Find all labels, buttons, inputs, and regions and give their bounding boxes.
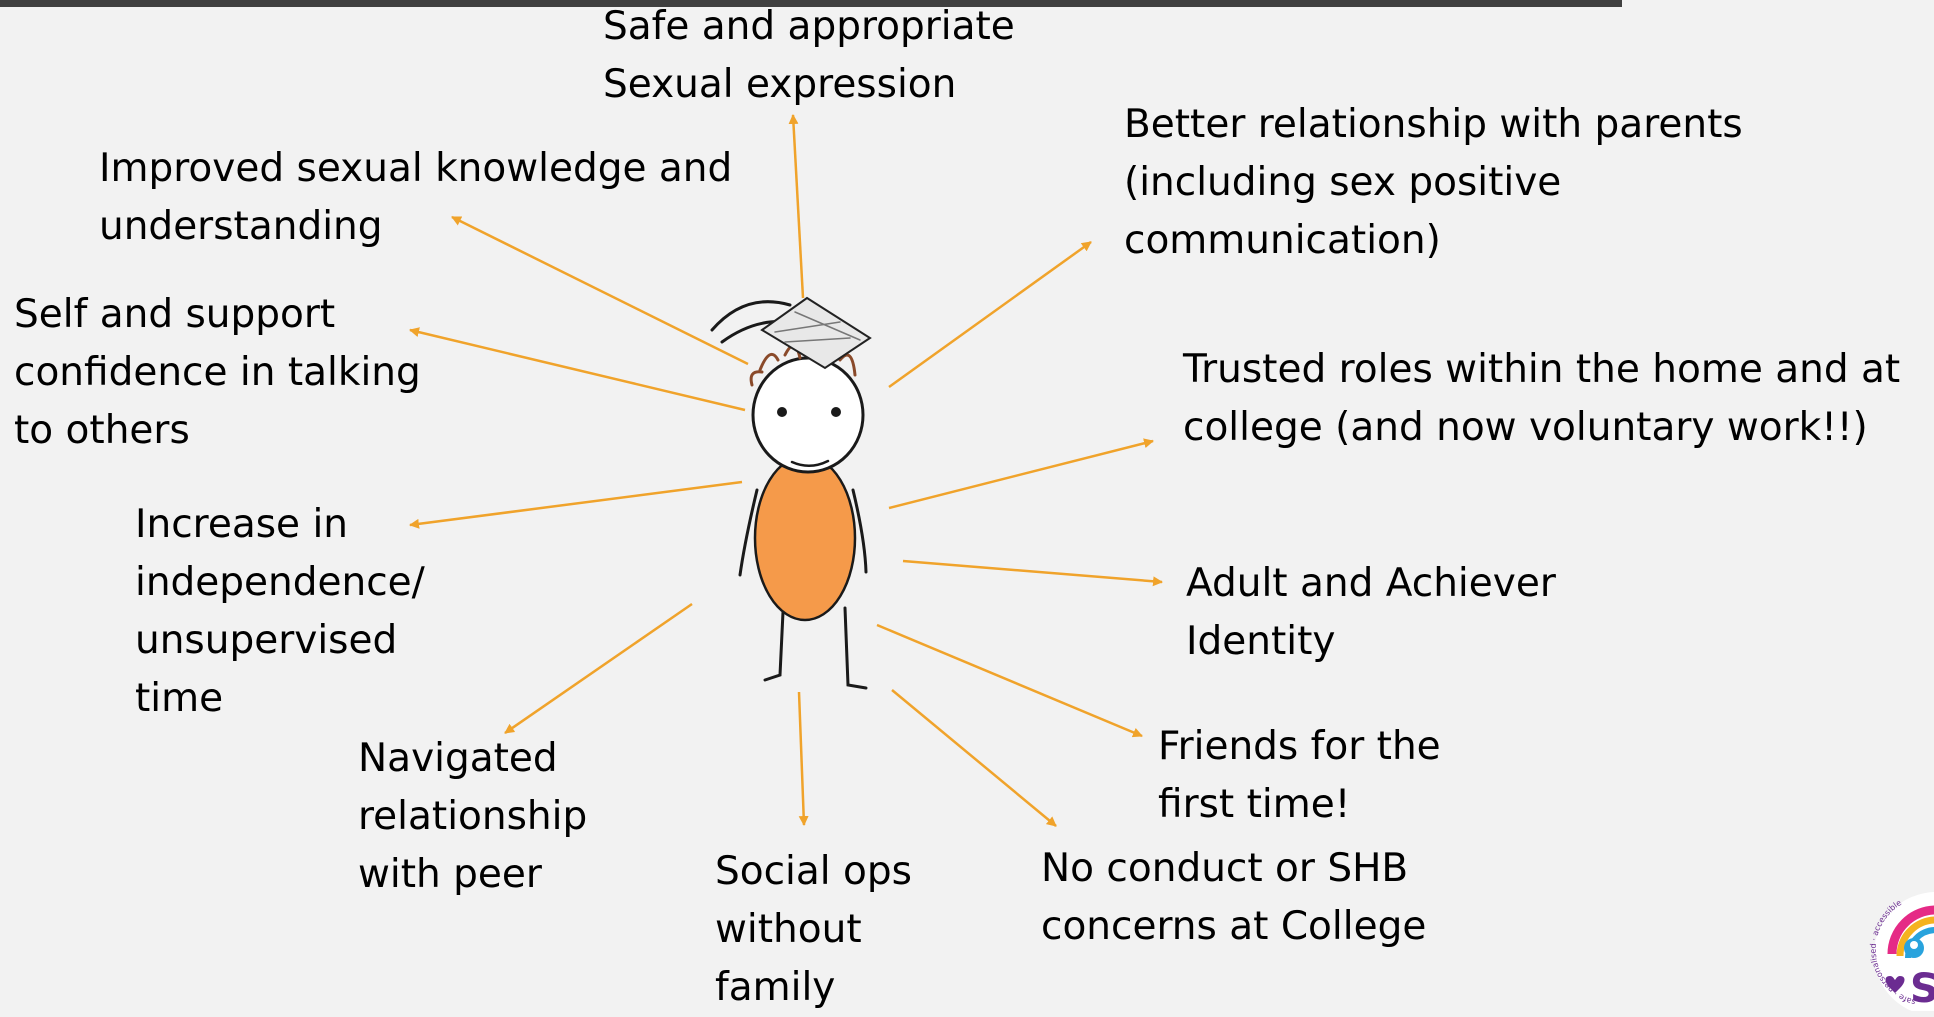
figure-body [753, 454, 857, 622]
top-bar [0, 0, 1622, 7]
figure-arm-left [738, 488, 759, 577]
outcome-no-concerns: No conduct or SHB concerns at College [1041, 846, 1427, 949]
logo-heart-icon [1885, 976, 1905, 993]
arrow-trusted-roles [888, 438, 1154, 510]
figure-eye-right [831, 407, 841, 417]
arrow-sexual-knowledge [451, 215, 749, 366]
stick-figure-person [710, 296, 872, 690]
mortarboard-icon [760, 296, 872, 370]
figure-leg-left [763, 610, 785, 682]
organisation-logo: safe · personalised · accessible S [1862, 884, 1934, 1011]
arrow-peer-relationship [504, 602, 693, 735]
outcome-peer-relationship: Navigated relationship with peer [358, 736, 588, 897]
outcome-sexual-knowledge: Improved sexual knowledge and understand… [99, 146, 733, 249]
arrow-friends [876, 623, 1143, 738]
outcome-trusted-roles: Trusted roles within the home and at col… [1183, 347, 1901, 450]
arrow-sexual-expression [788, 114, 805, 299]
arrow-social-ops [797, 691, 809, 826]
outcome-social-ops: Social ops without family [715, 849, 912, 1010]
figure-eye-left [777, 407, 787, 417]
outcome-sexual-expression: Safe and appropriate Sexual expression [603, 4, 1015, 107]
arrow-independence [409, 480, 743, 529]
outcome-identity: Adult and Achiever Identity [1186, 561, 1556, 664]
arrow-no-concerns [891, 689, 1057, 827]
outcome-parents: Better relationship with parents (includ… [1124, 102, 1743, 263]
figure-smile [790, 459, 830, 467]
outcome-confidence: Self and support confidence in talking t… [14, 292, 421, 453]
figure-arm-right [851, 488, 868, 574]
figure-leg-right [843, 606, 868, 690]
arrow-identity [902, 559, 1163, 587]
figure-head [751, 356, 865, 474]
logo-letter: S [1910, 966, 1934, 1011]
arrow-group [409, 114, 1163, 827]
arrow-confidence [409, 327, 746, 412]
outcome-friends: Friends for the first time! [1158, 724, 1441, 827]
arrow-parents [888, 240, 1092, 389]
outcome-independence: Increase in independence/ unsupervised t… [135, 502, 425, 721]
